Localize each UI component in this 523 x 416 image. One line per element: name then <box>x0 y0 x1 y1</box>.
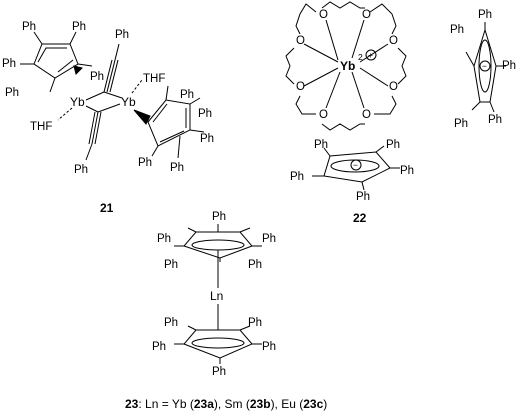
yb-atom: Yb <box>340 59 355 73</box>
ph-label: Ph <box>164 317 178 329</box>
ph-label: Ph <box>502 60 516 72</box>
compound-number: 21 <box>100 201 114 215</box>
ph-label: Ph <box>248 259 262 271</box>
ph-label: Ph <box>138 157 152 169</box>
ln-atom: Ln <box>210 289 223 303</box>
oxygen-atom: O <box>362 109 371 121</box>
ph-label: Ph <box>262 233 276 245</box>
compound-23: Ph Ph Ph Ph Ph Ln Ph Ph Ph Ph Ph 23: Ln … <box>125 211 327 411</box>
ph-label: Ph <box>454 118 468 130</box>
ph-label: Ph <box>212 211 226 223</box>
ph-label: Ph <box>5 87 19 99</box>
compound-21: Ph Ph Ph Ph Ph Yb THF Ph Ph Yb THF <box>2 21 214 215</box>
yb-crown-complex: Yb 2 + O O O O O O O O <box>285 1 407 131</box>
oxygen-atom: O <box>389 35 398 47</box>
oxygen-atom: O <box>362 9 371 21</box>
ph-label: Ph <box>74 164 88 176</box>
thf-label-left: THF <box>30 121 52 133</box>
charge-minus: − <box>353 160 358 170</box>
ph-label: Ph <box>180 89 194 101</box>
compound-23-caption: 23: Ln = Yb (23a), Sm (23b), Eu (23c) <box>125 397 327 411</box>
oxygen-atom: O <box>389 81 398 93</box>
ph-label: Ph <box>212 366 226 378</box>
yb-atom-left: Yb <box>70 95 85 109</box>
cp-anion-upright: − <box>465 22 506 113</box>
oxygen-atom: O <box>296 35 305 47</box>
oxygen-atom: O <box>319 9 328 21</box>
compound-number: 22 <box>353 211 367 225</box>
cp-anion-flat: − <box>312 145 400 191</box>
oxygen-atom: O <box>319 109 328 121</box>
yb-atom-right: Yb <box>121 95 136 109</box>
ph-label: Ph <box>400 165 414 177</box>
ph-label: Ph <box>152 341 166 353</box>
ph-label: Ph <box>115 29 129 41</box>
oxygen-atom: O <box>296 81 305 93</box>
cp-ring-right <box>133 85 205 159</box>
ph-label: Ph <box>198 108 212 120</box>
charge-minus: − <box>482 61 487 71</box>
cp-ring-lower <box>174 325 262 364</box>
ph-label: Ph <box>170 162 184 174</box>
ph-label: Ph <box>200 133 214 145</box>
ph-label: Ph <box>22 21 36 33</box>
ph-label: Ph <box>290 171 304 183</box>
ph-label: Ph <box>386 139 400 151</box>
ph-label: Ph <box>164 259 178 271</box>
cp-ring-left <box>20 31 93 93</box>
compound-22: Yb 2 + O O O O O O O O <box>285 1 516 225</box>
ph-label: Ph <box>90 71 104 83</box>
ph-label: Ph <box>314 139 328 151</box>
ph-label: Ph <box>356 191 370 203</box>
thf-label-right: THF <box>143 73 165 85</box>
charge-number: 2 <box>358 52 363 62</box>
cp-ring-upper <box>174 224 262 262</box>
ph-label: Ph <box>488 114 502 126</box>
ph-label: Ph <box>2 58 16 70</box>
ph-label: Ph <box>248 317 262 329</box>
ph-label: Ph <box>450 24 464 36</box>
ph-label: Ph <box>72 21 86 33</box>
ph-label: Ph <box>157 233 171 245</box>
ph-label: Ph <box>478 9 492 21</box>
ph-label: Ph <box>262 341 276 353</box>
